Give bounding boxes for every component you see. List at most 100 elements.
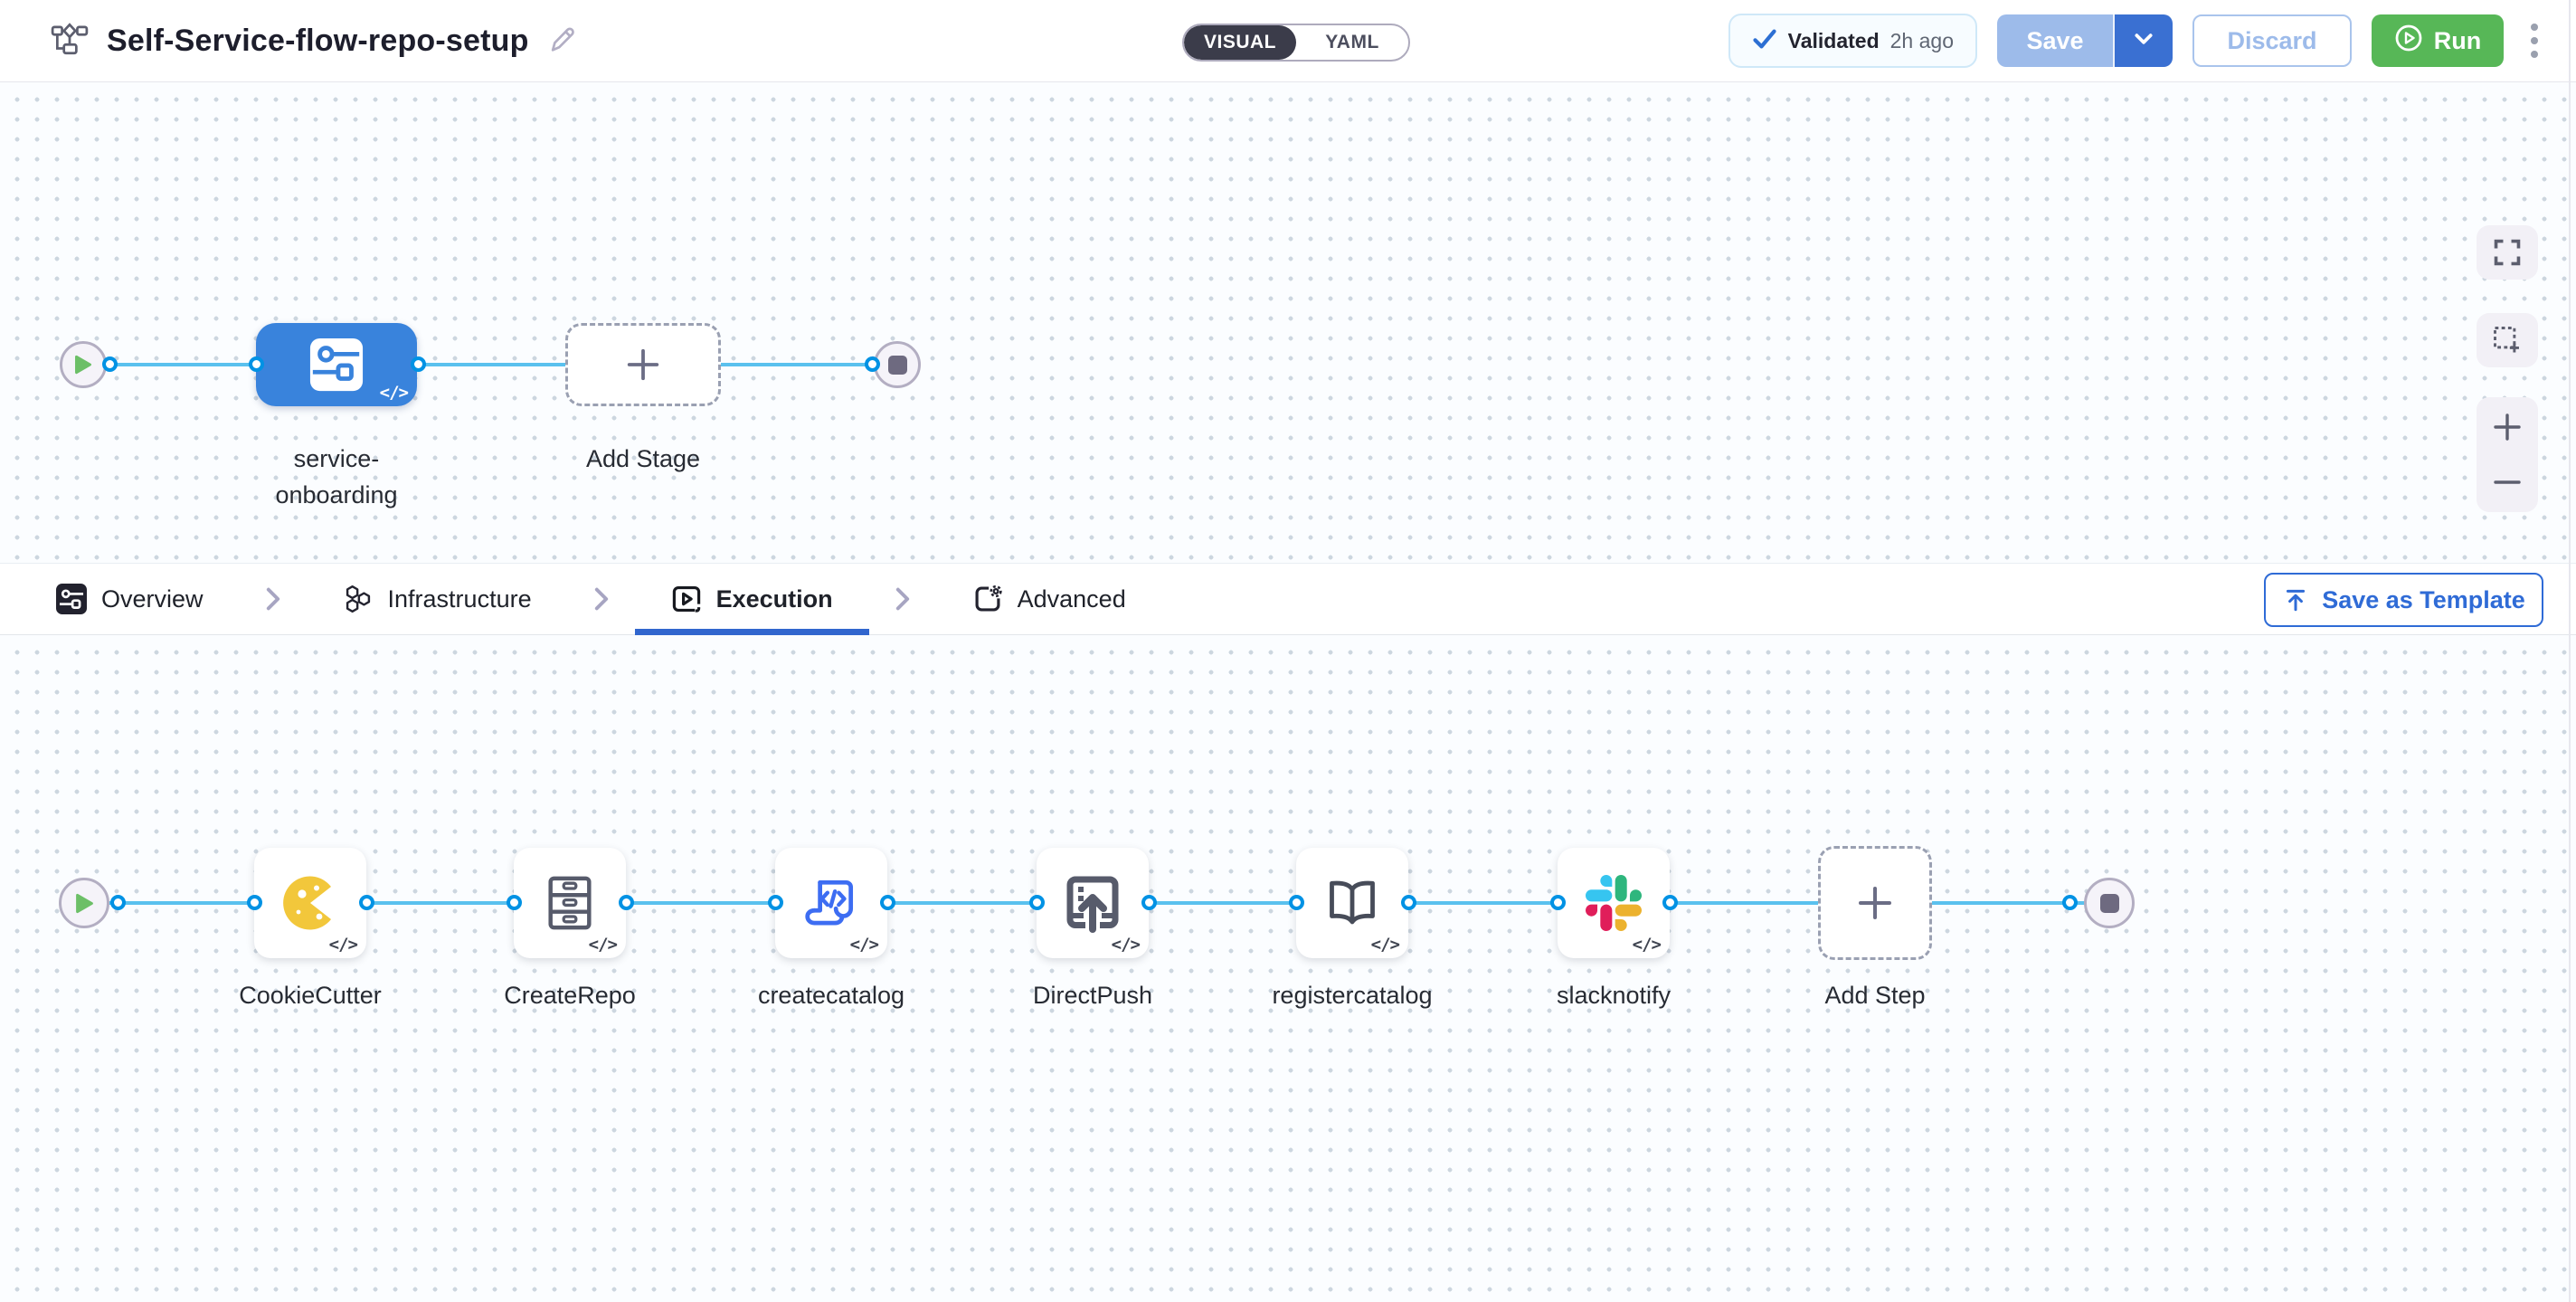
stop-icon [2099,893,2119,913]
save-as-template-button[interactable]: Save as Template [2264,573,2543,627]
step-node-registercatalog[interactable]: </> [1296,848,1408,958]
page-title: Self-Service-flow-repo-setup [107,23,529,58]
zoom-in-button[interactable] [2492,412,2523,442]
step-node-directpush[interactable]: </> [1037,848,1149,958]
more-options-kebab-icon[interactable] [2524,18,2545,63]
header-left: Self-Service-flow-repo-setup [51,0,576,81]
chevron-right-icon [263,587,283,611]
discard-button[interactable]: Discard [2192,14,2352,67]
run-label: Run [2433,26,2482,54]
code-badge: </> [379,383,409,403]
run-play-icon [2394,24,2423,59]
execution-canvas[interactable]: </> </> </> [0,635,2576,1302]
step-node-createcatalog[interactable]: </> [775,848,887,958]
header-actions: Validated 2h ago Save Discard [1728,0,2545,81]
step-node-createrepo[interactable]: </> [514,848,626,958]
stage-canvas[interactable]: </> service-onboarding Add Stage [0,82,2576,563]
code-badge: </> [588,935,618,955]
stop-icon [887,355,907,375]
infrastructure-icon [346,584,370,613]
slack-icon [1586,875,1642,931]
connector-port [247,895,262,910]
fullscreen-icon [2494,239,2521,266]
stage-pipeline-icon [309,337,364,392]
step-label: CookieCutter [239,982,382,1009]
validated-badge[interactable]: Validated 2h ago [1728,14,1977,68]
stage-connector-line [84,363,897,366]
connector-port [1141,895,1157,910]
zoom-out-button[interactable] [2492,467,2523,498]
edit-pencil-icon[interactable] [547,24,576,58]
connector-port [880,895,895,910]
connector-port [359,895,374,910]
chevron-right-icon [592,587,611,611]
advanced-icon [975,584,1002,612]
check-icon [1752,28,1777,54]
stage-node-service-onboarding[interactable]: </> [256,323,417,406]
header: Self-Service-flow-repo-setup VISUAL YAML… [0,0,2576,82]
tab-label: Overview [101,584,204,613]
execution-icon [672,585,700,613]
tab-infrastructure[interactable]: Infrastructure [307,564,568,634]
step-node-slacknotify[interactable]: </> [1558,848,1670,958]
save-options-button[interactable] [2113,14,2173,67]
connector-port [1550,895,1566,910]
code-badge: </> [1370,935,1400,955]
overview-icon [56,584,87,614]
validated-time: 2h ago [1889,28,1954,52]
save-split-button: Save [1997,14,2173,67]
stage-label: service-onboarding [275,445,398,508]
connector-port [865,356,880,372]
tab-execution[interactable]: Execution [634,564,869,635]
plus-icon [1859,887,1891,919]
step-label: slacknotify [1556,982,1672,1009]
code-badge: </> [1111,935,1141,955]
drawer-cabinet-icon [548,876,592,930]
execution-flow-start-node [59,878,109,928]
execution-flow-end-node [2084,878,2135,928]
stage-config-tabbar: Overview Infrastructure Execution [0,563,2576,635]
code-badge: </> [1632,935,1662,955]
step-label: DirectPush [1032,982,1153,1009]
step-label: registercatalog [1272,982,1433,1009]
tab-label: Advanced [1017,584,1126,613]
cookiecutter-icon [283,876,331,930]
step-label: createcatalog [757,982,905,1009]
connector-port [411,356,426,372]
connector-port [1029,895,1045,910]
toggle-yaml[interactable]: YAML [1325,32,1379,52]
connector-port [2062,895,2078,910]
fullscreen-button[interactable] [2477,225,2538,280]
validated-status: Validated [1787,28,1880,52]
tab-advanced[interactable]: Advanced [936,564,1162,634]
select-area-button[interactable] [2477,313,2538,367]
connector-port [507,895,522,910]
stage-flow-start-node [60,341,107,388]
chevron-right-icon [893,587,913,611]
code-badge: </> [328,935,358,955]
save-button[interactable]: Save [1997,14,2113,67]
code-badge: </> [849,935,879,955]
play-icon [75,355,91,375]
upload-icon [2287,589,2306,612]
add-stage-label: Add Stage [585,445,701,472]
connector-port [249,356,264,372]
connector-port [1289,895,1304,910]
add-stage-node[interactable] [565,323,721,406]
step-label: CreateRepo [504,982,636,1009]
tab-overview[interactable]: Overview [20,564,240,634]
step-node-cookiecutter[interactable]: </> [254,848,366,958]
chevron-down-icon [2134,33,2154,50]
open-book-icon [1330,880,1375,925]
add-step-node[interactable] [1818,846,1932,960]
toggle-visual[interactable]: VISUAL [1184,25,1296,60]
view-mode-toggle: VISUAL YAML [1182,24,1410,62]
tab-label: Execution [715,584,833,613]
connector-port [1401,895,1416,910]
connector-port [110,895,126,910]
save-as-template-label: Save as Template [2322,585,2525,613]
run-button[interactable]: Run [2372,14,2504,67]
right-edge-divider [2569,0,2571,1302]
marquee-select-icon [2494,327,2519,353]
